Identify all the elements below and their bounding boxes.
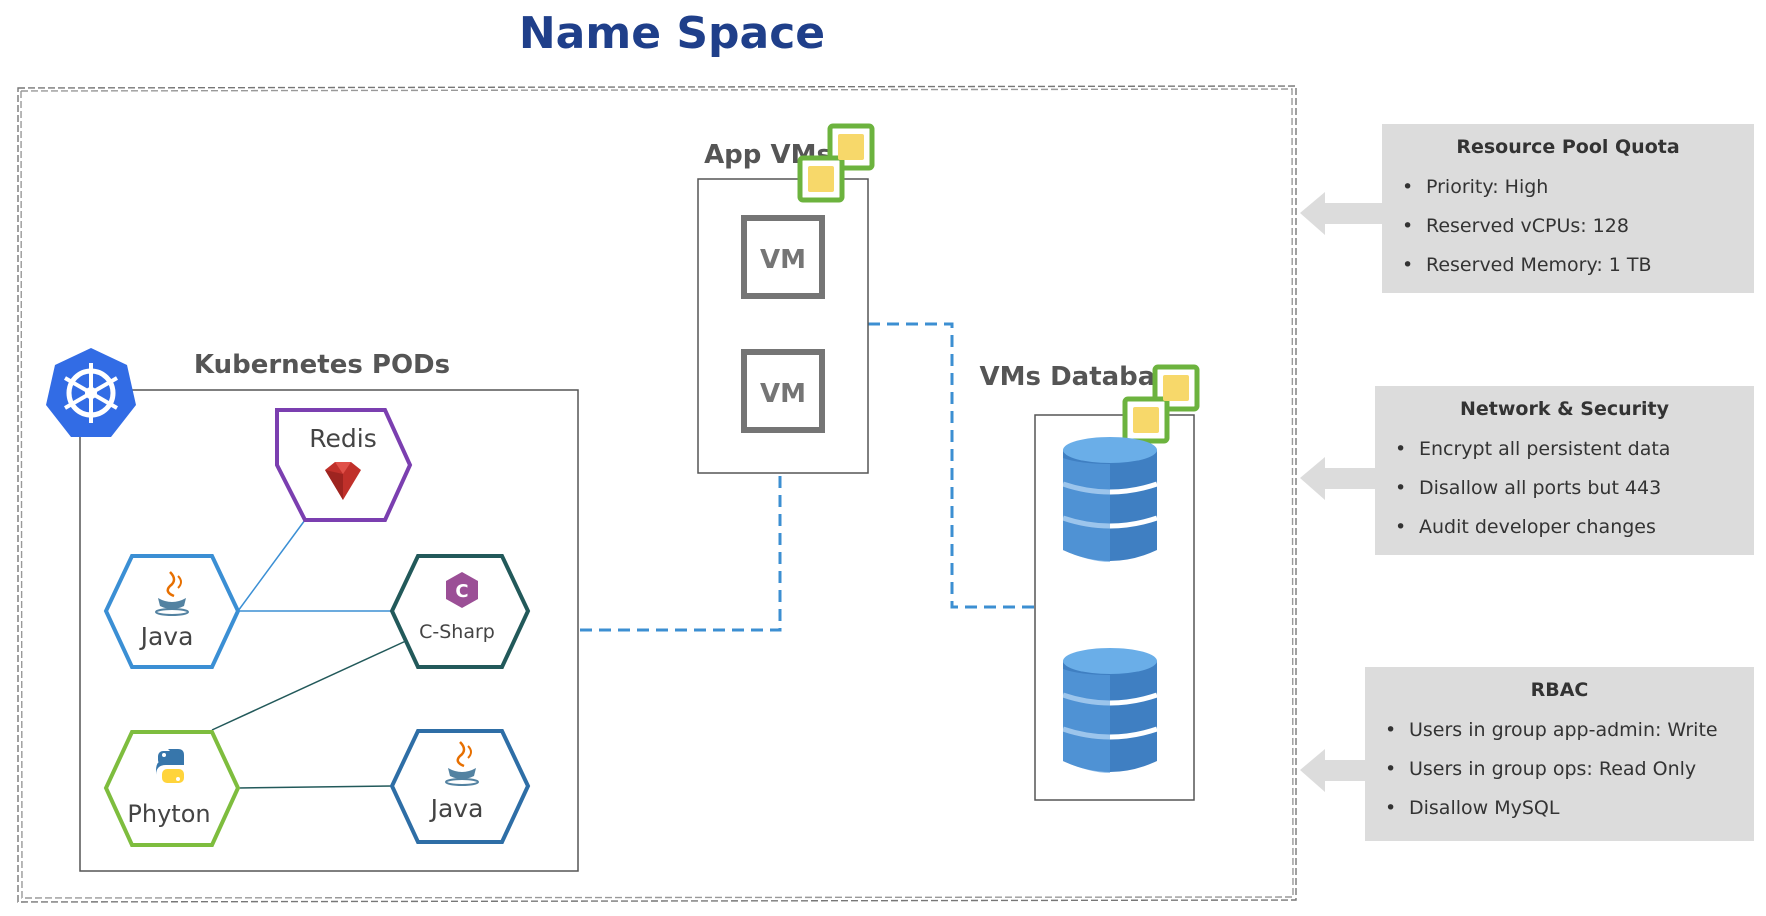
python-icon <box>156 749 184 783</box>
pod-java-2: Java <box>389 729 531 844</box>
arrow-left-icon <box>1300 192 1382 235</box>
pod-csharp: C C-Sharp <box>389 554 531 669</box>
panel-network-security: Network & Security Encrypt all persisten… <box>1375 386 1754 555</box>
link-pods-to-appvms <box>580 472 782 632</box>
vm-2-label: VM <box>760 379 806 409</box>
pod-python: Phyton <box>103 730 241 847</box>
list-item: Reserved vCPUs: 128 <box>1402 207 1754 246</box>
kubernetes-pods-box <box>79 389 579 872</box>
panel-heading: Network & Security <box>1460 398 1669 420</box>
java-icon <box>445 741 479 786</box>
panel-resource-pool-quota: Resource Pool Quota Priority: High Reser… <box>1382 124 1754 293</box>
pod-python-label: Phyton <box>127 800 210 828</box>
vsphere-icon <box>1122 364 1200 444</box>
arrow-left-icon <box>1300 749 1365 792</box>
svg-text:C: C <box>455 581 468 602</box>
list-item: Users in group app-admin: Write <box>1385 711 1754 750</box>
dashed-connectors <box>580 322 1035 632</box>
page-title: Name Space <box>519 8 825 59</box>
list-item: Encrypt all persistent data <box>1395 430 1754 469</box>
arrow-left-icon <box>1300 457 1375 500</box>
csharp-icon: C <box>446 572 478 608</box>
database-icon <box>1062 648 1158 773</box>
list-item: Priority: High <box>1402 168 1754 207</box>
pod-java: Java <box>103 554 241 669</box>
list-item: Users in group ops: Read Only <box>1385 750 1754 789</box>
pod-redis-label: Redis <box>309 424 376 453</box>
list-item: Audit developer changes <box>1395 508 1754 547</box>
vm-2: VM <box>741 349 825 433</box>
list-item: Disallow MySQL <box>1385 789 1754 828</box>
link-appvms-to-db <box>868 322 1035 609</box>
pod-links <box>211 519 409 789</box>
pod-csharp-label: C-Sharp <box>419 621 495 643</box>
list-item: Disallow all ports but 443 <box>1395 469 1754 508</box>
pod-java-label: Java <box>139 622 194 651</box>
list-item: Reserved Memory: 1 TB <box>1402 246 1754 285</box>
vm-1-label: VM <box>760 245 806 275</box>
namespace-boundary <box>17 85 1297 903</box>
kubernetes-pods-label: Kubernetes PODs <box>194 350 450 380</box>
pod-redis: Redis <box>275 408 413 522</box>
database-icon <box>1062 437 1158 562</box>
ruby-icon <box>325 462 361 500</box>
java-icon <box>155 571 189 616</box>
vm-1: VM <box>741 215 825 299</box>
pod-java-2-label: Java <box>429 794 484 823</box>
panel-heading: RBAC <box>1530 679 1589 701</box>
vsphere-icon <box>797 123 875 203</box>
panel-rbac: RBAC Users in group app-admin: Write Use… <box>1365 667 1754 841</box>
panel-heading: Resource Pool Quota <box>1456 136 1680 158</box>
kubernetes-icon <box>46 348 136 437</box>
